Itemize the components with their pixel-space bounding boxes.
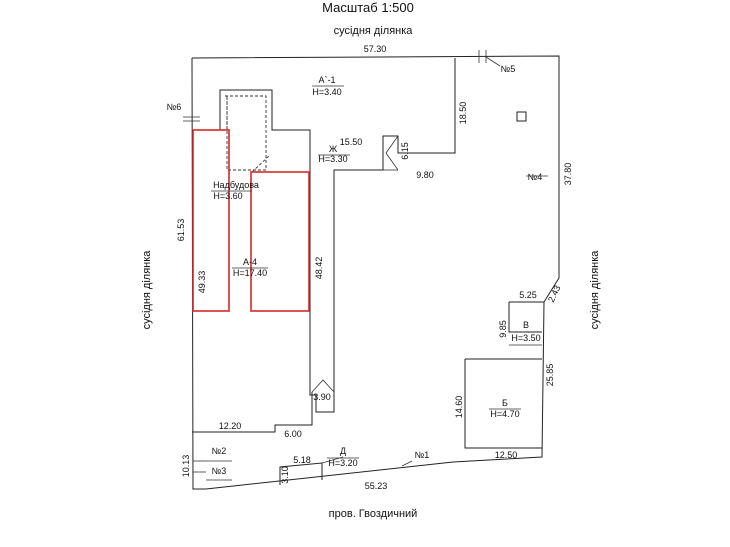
dim-v-left: 9.85 bbox=[498, 320, 508, 338]
building-v bbox=[508, 301, 544, 346]
dim-left-small: 10.13 bbox=[181, 455, 191, 478]
building-nadbudova-name: Надбудова bbox=[213, 180, 259, 190]
street-label: пров. Гвоздичний bbox=[329, 508, 418, 520]
point-label-3: №3 bbox=[212, 466, 227, 476]
dim-v-slant: 2.43 bbox=[546, 284, 562, 304]
point-label-5: №5 bbox=[501, 64, 516, 74]
dim-b-left: 14.60 bbox=[454, 396, 464, 419]
building-b bbox=[464, 358, 542, 449]
building-d-height: Н=3.20 bbox=[328, 458, 357, 468]
point-label-1: №1 bbox=[415, 450, 430, 460]
nadbudova-outline bbox=[225, 95, 271, 173]
dim-zh-top: 15.50 bbox=[340, 137, 363, 147]
red-outline-left bbox=[192, 129, 230, 312]
left-bottom-marks bbox=[193, 460, 232, 481]
dim-zh-right: 6.15 bbox=[400, 142, 410, 160]
building-v-name: В bbox=[523, 320, 529, 330]
dim-v-top: 5.25 bbox=[519, 290, 537, 300]
dim-bottom-left: 12.20 bbox=[219, 421, 242, 431]
red-outline-right bbox=[250, 171, 310, 312]
building-b-name: Б bbox=[502, 398, 508, 408]
dim-a4-left: 49.33 bbox=[197, 271, 207, 294]
dim-d-left: 3.10 bbox=[280, 466, 290, 484]
building-b-height: Н=4.70 bbox=[490, 409, 519, 419]
dim-right-top: 18.50 bbox=[458, 102, 468, 125]
dim-bottom-right: 12.50 bbox=[495, 450, 518, 460]
point-label-6: №6 bbox=[167, 102, 182, 112]
dim-right-side: 37.80 bbox=[563, 163, 573, 186]
building-a1-height: Н=3.40 bbox=[312, 87, 341, 97]
scale-title: Масштаб 1:500 bbox=[322, 0, 414, 15]
dim-zh-vertical: 48.42 bbox=[314, 257, 324, 280]
building-zh-name: Ж bbox=[329, 144, 338, 154]
building-a4-name: А-4 bbox=[243, 257, 257, 267]
dim-bottom-step: 6.00 bbox=[284, 429, 302, 439]
dim-zh-bottom: 9.80 bbox=[416, 170, 434, 180]
dim-zh-foot: 3.90 bbox=[313, 392, 331, 402]
lot-boundary bbox=[183, 50, 560, 490]
dim-d-top: 5.18 bbox=[293, 455, 311, 465]
building-d-name: Д bbox=[340, 446, 346, 456]
building-zh-height: Н=3.30 bbox=[318, 154, 347, 164]
square-marker bbox=[516, 111, 527, 122]
main-building-outline bbox=[192, 58, 456, 433]
neighbor-top-label: сусідня ділянка bbox=[334, 25, 414, 37]
dim-bottom-main: 55.23 bbox=[365, 481, 388, 491]
building-nadbudova-height: Н=3.60 bbox=[213, 191, 242, 201]
neighbor-right-label: сусідня ділянка bbox=[589, 250, 601, 330]
dim-right-lower: 25.85 bbox=[545, 364, 555, 387]
building-a4-height: Н=17.40 bbox=[233, 268, 267, 278]
neighbor-left-label: сусідня ділянка bbox=[141, 250, 153, 330]
point-label-4: №4 bbox=[528, 172, 543, 182]
building-v-height: Н=3.50 bbox=[511, 333, 540, 343]
building-a1-name: А`-1 bbox=[318, 75, 335, 85]
point-label-2: №2 bbox=[212, 446, 227, 456]
dim-top: 57.30 bbox=[364, 44, 387, 54]
dim-left-side: 61.53 bbox=[176, 219, 186, 242]
